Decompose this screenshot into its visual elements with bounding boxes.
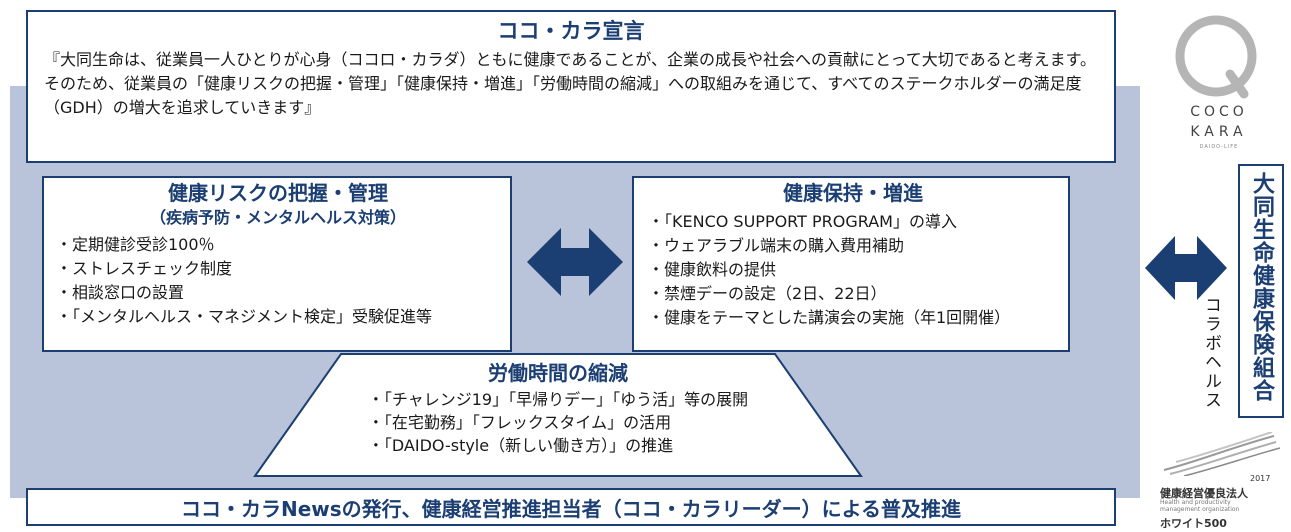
list-item: ・健康飲料の提供 bbox=[648, 260, 777, 279]
declaration-box: ココ・カラ宣言 『大同生命は、従業員一人ひとりが心身（ココロ・カラダ）ともに健康… bbox=[26, 10, 1116, 163]
white500-badge-icon: 2017 健康経営優良法人 Health and productivity ma… bbox=[1156, 431, 1288, 532]
list-item: ・ウェアラブル端末の購入費用補助 bbox=[648, 236, 905, 255]
collab-health-label: コラボヘルス bbox=[1201, 296, 1221, 410]
badge-year: 2017 bbox=[1250, 474, 1271, 483]
list-item: ・相談窓口の設置 bbox=[56, 283, 185, 302]
health-insurance-union-box: 大同生命健康保険組合 bbox=[1238, 164, 1284, 418]
working-hours-list: ・「チャレンジ19」「早帰りデー」「ゆう活」等の展開 ・「在宅勤務」「フレックス… bbox=[368, 388, 748, 457]
list-item: ・「メンタルヘルス・マネジメント検定」受験促進等 bbox=[56, 307, 433, 326]
list-item: ・「在宅勤務」「フレックスタイム」の活用 bbox=[367, 413, 672, 432]
working-hours-box: 労働時間の縮減 ・「チャレンジ19」「早帰りデー」「ゆう活」等の展開 ・「在宅勤… bbox=[253, 352, 863, 478]
health-promotion-title: 健康保持・増進 bbox=[783, 181, 923, 205]
badge-title: 健康経営優良法人 bbox=[1160, 487, 1248, 500]
news-bar-text: ココ・カラNewsの発行、健康経営推進担当者（ココ・カラリーダー）による普及推進 bbox=[180, 496, 962, 521]
health-insurance-union-label: 大同生命健康保険組合 bbox=[1249, 172, 1274, 402]
list-item: ・「チャレンジ19」「早帰りデー」「ゆう活」等の展開 bbox=[367, 390, 749, 409]
health-promotion-box: 健康保持・増進 ・「KENCO SUPPORT PROGRAM」の導入 ・ウェア… bbox=[632, 176, 1070, 352]
declaration-title: ココ・カラ宣言 bbox=[497, 19, 645, 43]
declaration-text: 『大同生命は、従業員一人ひとりが心身（ココロ・カラダ）ともに健康であることが、企… bbox=[44, 48, 1098, 120]
health-risk-box: 健康リスクの把握・管理 （疾病予防・メンタルヘルス対策） ・定期健診受診100％… bbox=[42, 176, 512, 352]
badge-wave-icon bbox=[1163, 431, 1281, 477]
declaration-line: 『大同生命は、従業員一人ひとりが心身（ココロ・カラダ）ともに健康であることが、企… bbox=[44, 50, 1097, 69]
coco-logo-line1: COCO bbox=[1190, 104, 1248, 120]
double-arrow-icon bbox=[527, 228, 623, 296]
working-hours-title: 労働時間の縮減 bbox=[488, 361, 628, 385]
list-item: ・定期健診受診100％ bbox=[56, 235, 215, 254]
double-arrow-icon bbox=[1145, 236, 1227, 300]
declaration-line: そのため、従業員の「健康リスクの把握・管理」「健康保持・増進」「労働時間の縮減」… bbox=[44, 74, 1082, 117]
health-risk-subtitle: （疾病予防・メンタルヘルス対策） bbox=[149, 208, 406, 227]
badge-rank: ホワイト500 bbox=[1160, 517, 1227, 530]
coco-kara-logo-icon: COCO KARA DAIDO-LIFE bbox=[1160, 8, 1278, 158]
health-promotion-list: ・「KENCO SUPPORT PROGRAM」の導入 ・ウェアラブル端末の購入… bbox=[648, 210, 1058, 330]
coco-circle-icon bbox=[1175, 15, 1257, 99]
health-risk-list: ・定期健診受診100％ ・ストレスチェック制度 ・相談窓口の設置 ・「メンタルヘ… bbox=[56, 233, 500, 329]
list-item: ・「KENCO SUPPORT PROGRAM」の導入 bbox=[648, 212, 957, 231]
health-risk-title: 健康リスクの把握・管理 bbox=[168, 181, 388, 205]
badge-subtitle: management organization bbox=[1160, 506, 1240, 513]
list-item: ・「DAIDO-style（新しい働き方）」の推進 bbox=[367, 436, 674, 455]
list-item: ・健康をテーマとした講演会の実施（年1回開催） bbox=[648, 308, 1011, 327]
list-item: ・ストレスチェック制度 bbox=[56, 259, 233, 278]
coco-logo-line3: DAIDO-LIFE bbox=[1199, 144, 1239, 150]
trapezoid-shape bbox=[253, 353, 863, 477]
badge-subtitle: Health and productivity bbox=[1160, 499, 1231, 506]
list-item: ・禁煙デーの設定（2日、22日） bbox=[648, 284, 887, 303]
news-bar: ココ・カラNewsの発行、健康経営推進担当者（ココ・カラリーダー）による普及推進 bbox=[26, 488, 1116, 526]
coco-logo-line2: KARA bbox=[1190, 124, 1248, 140]
